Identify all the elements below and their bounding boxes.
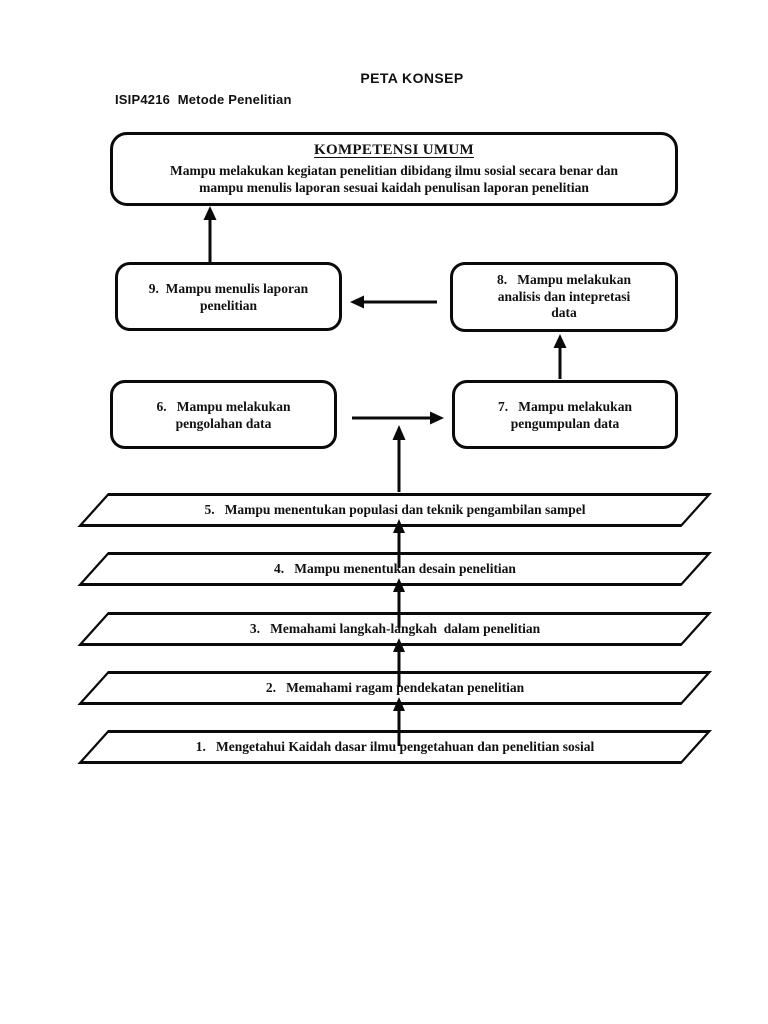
- step-4-label: 4. Mampu menentukan desain penelitian: [274, 561, 516, 576]
- course-code-title: ISIP4216 Metode Penelitian: [115, 92, 292, 107]
- arrow-step5-up: [392, 425, 406, 492]
- kompetensi-umum-heading: KOMPETENSI UMUM: [314, 142, 474, 158]
- step-4-parallelogram: 4. Mampu menentukan desain penelitian: [72, 552, 718, 592]
- step-3-parallelogram: 3. Memahami langkah-langkah dalam peneli…: [72, 612, 718, 652]
- step-1-label: 1. Mengetahui Kaidah dasar ilmu pengetah…: [195, 739, 595, 754]
- kompetensi-umum-box: KOMPETENSI UMUM Mampu melakukan kegiatan…: [110, 132, 678, 206]
- node-7-pengumpulan-data: 7. Mampu melakukan pengumpulan data: [452, 380, 678, 449]
- step-2-parallelogram: 2. Memahami ragam pendekatan penelitian: [72, 671, 718, 711]
- step-3-label: 3. Memahami langkah-langkah dalam peneli…: [249, 621, 541, 636]
- page-title: PETA KONSEP: [360, 70, 464, 86]
- step-1-parallelogram: 1. Mengetahui Kaidah dasar ilmu pengetah…: [72, 730, 718, 770]
- step-5-parallelogram: 5. Mampu menentukan populasi dan teknik …: [72, 493, 718, 533]
- step-2-label: 2. Memahami ragam pendekatan penelitian: [265, 680, 525, 695]
- node-9-menulis-laporan: 9. Mampu menulis laporan penelitian: [115, 262, 342, 331]
- node-8-analisis-intepretasi: 8. Mampu melakukan analisis dan intepret…: [450, 262, 678, 332]
- kompetensi-umum-body: Mampu melakukan kegiatan penelitian dibi…: [170, 163, 618, 195]
- arrow-node9-to-kompetensi-umum: [203, 206, 217, 262]
- node-6-pengolahan-data: 6. Mampu melakukan pengolahan data: [110, 380, 337, 449]
- arrow-node8-to-node9: [350, 295, 437, 309]
- arrow-node7-to-node8: [553, 334, 567, 379]
- step-5-label: 5. Mampu menentukan populasi dan teknik …: [204, 502, 586, 517]
- arrow-node6-to-node7: [352, 411, 444, 425]
